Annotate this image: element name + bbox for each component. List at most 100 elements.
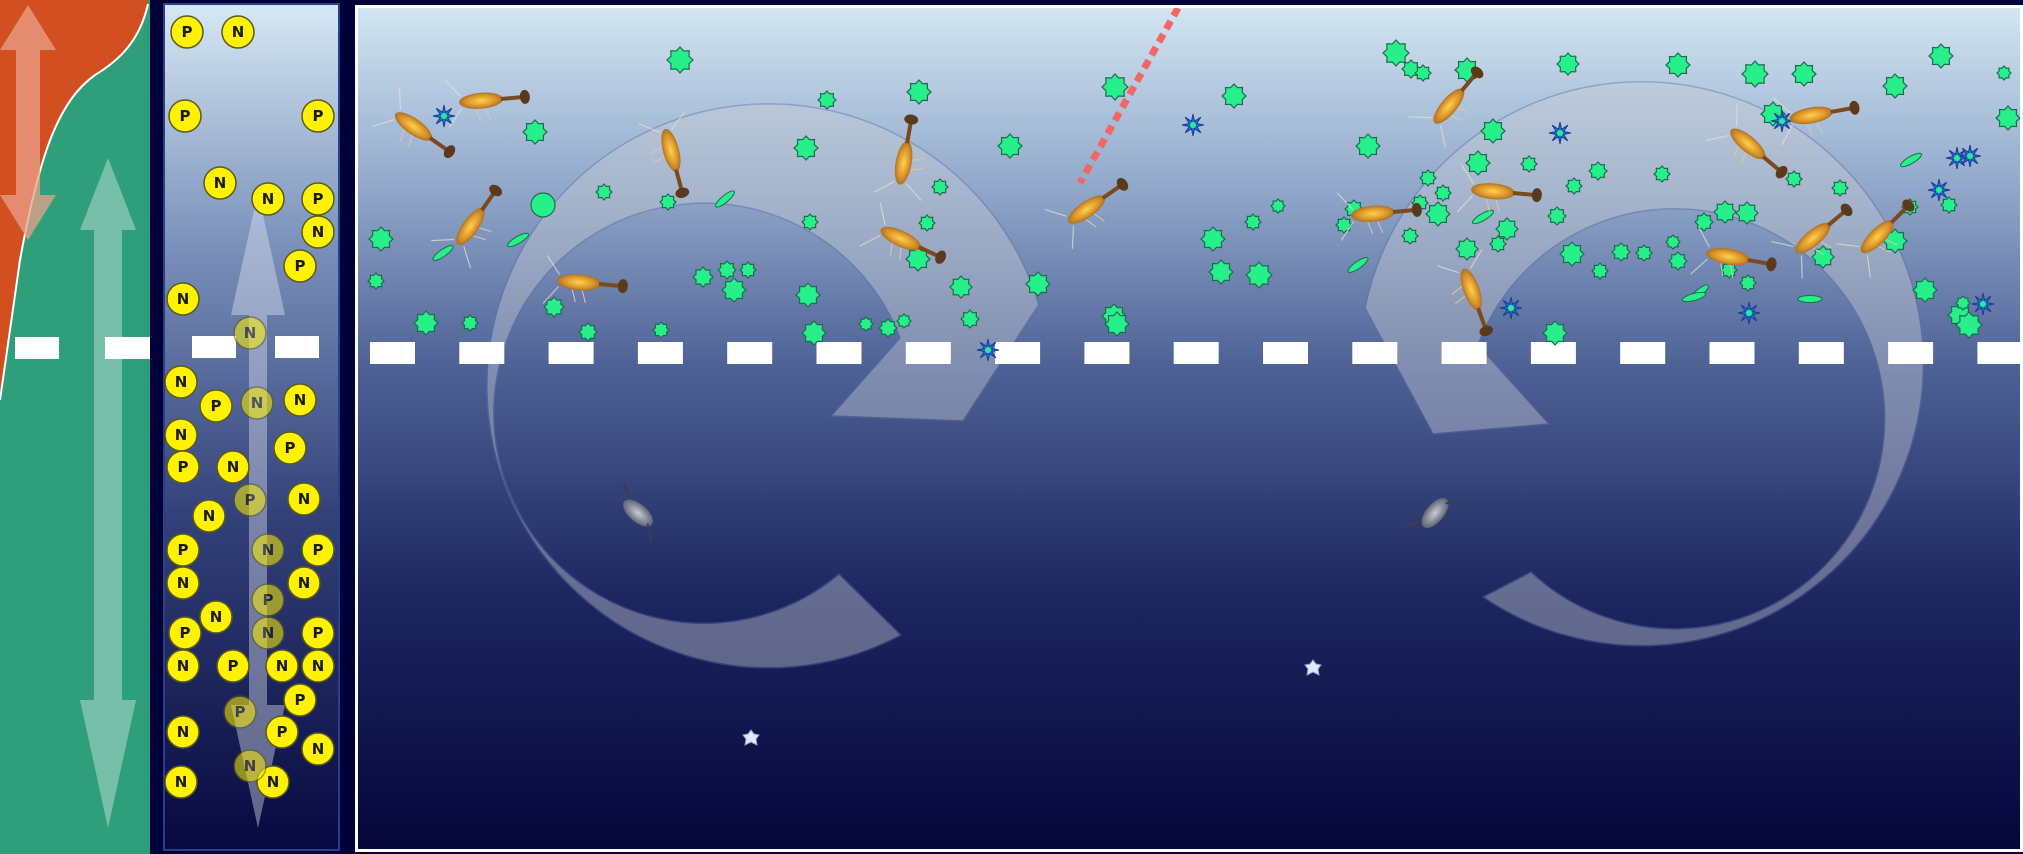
copepod-icon — [1408, 66, 1484, 148]
nutrient-label: N — [227, 458, 240, 476]
copepod-icon — [1456, 164, 1542, 213]
thermocline-dash — [1620, 342, 1666, 364]
phytoplankton-icon — [1465, 150, 1491, 176]
phosphorus-nutrient: P — [273, 431, 307, 465]
diatom-icon — [1927, 178, 1951, 202]
phytoplankton-icon — [1355, 133, 1381, 159]
nutrient-label: N — [251, 394, 264, 412]
phytoplankton-icon — [1244, 213, 1262, 231]
phytoplankton-icon — [960, 309, 980, 329]
phytoplankton-icon — [1382, 39, 1410, 67]
thermocline-dash — [1888, 342, 1934, 364]
phytoplankton-icon — [543, 296, 565, 318]
phosphorus-nutrient: P — [170, 15, 204, 49]
diatom-icon — [1737, 301, 1761, 325]
copepod-group — [371, 66, 1915, 337]
phytoplankton-icon — [949, 275, 973, 299]
phytoplankton-group — [367, 39, 2020, 362]
thermocline-dash — [816, 342, 862, 364]
thermocline-dash — [995, 342, 1041, 364]
nitrogen-nutrient: N — [251, 182, 285, 216]
nitrogen-nutrient: N — [233, 316, 267, 350]
nutrient-label: N — [298, 574, 311, 592]
phytoplankton-icon — [793, 135, 819, 161]
phytoplankton-icon — [1912, 277, 1938, 303]
nutrient-label: N — [177, 723, 190, 741]
phytoplankton-icon — [1455, 237, 1479, 261]
phosphorus-nutrient: P — [265, 715, 299, 749]
thermocline-dash — [459, 342, 505, 364]
phytoplankton-icon — [1425, 201, 1451, 227]
nutrient-label: N — [175, 426, 188, 444]
nutrient-label: P — [313, 107, 324, 125]
phytoplankton-icon — [461, 314, 479, 332]
phytoplankton-icon — [1735, 201, 1759, 225]
nutrient-label: P — [277, 723, 288, 741]
nitrogen-nutrient: N — [199, 600, 233, 634]
nitrogen-nutrient: N — [283, 383, 317, 417]
copepod-icon — [1436, 249, 1494, 337]
copepod-icon — [873, 114, 925, 201]
phytoplankton-icon — [1335, 216, 1353, 234]
thermocline-dash — [905, 342, 951, 364]
copepod-icon — [1336, 192, 1422, 241]
nitrogen-nutrient: N — [216, 450, 250, 484]
nutrient-label: N — [262, 190, 275, 208]
phytoplankton-icon — [717, 260, 737, 280]
stratification-panel — [0, 0, 150, 854]
nitrogen-nutrient: N — [166, 566, 200, 600]
nutrient-label: N — [177, 290, 190, 308]
phytoplankton-icon — [1955, 311, 1983, 339]
diatom-icon — [976, 338, 1000, 362]
diatom-icon — [1499, 296, 1523, 320]
circular-arrow-icon — [486, 103, 1040, 669]
pennate-diatom-icon — [432, 245, 454, 261]
diatom-icon — [1971, 292, 1995, 316]
nutrient-label: P — [313, 624, 324, 642]
nutrient-label: N — [276, 657, 289, 675]
copepod-icon — [1773, 97, 1860, 146]
diatom-icon — [432, 104, 456, 128]
nutrient-label: P — [295, 257, 306, 275]
thermocline-dash — [1173, 342, 1219, 364]
phytoplankton-icon — [666, 46, 694, 74]
phytoplankton-icon — [1611, 242, 1631, 262]
phytoplankton-icon — [1996, 65, 2012, 81]
phytoplankton-icon — [1419, 169, 1437, 187]
phosphorus-nutrient: P — [168, 616, 202, 650]
phytoplankton-icon — [878, 318, 898, 338]
phytoplankton-icon — [1720, 261, 1738, 279]
nutrient-label: N — [175, 373, 188, 391]
diatom-icon — [1958, 144, 1982, 168]
phytoplankton-icon — [795, 282, 821, 308]
phytoplankton-icon — [1995, 105, 2020, 131]
phytoplankton-icon — [1495, 217, 1519, 241]
phytoplankton-icon — [1831, 179, 1849, 197]
thermocline-dash — [548, 342, 594, 364]
nitrogen-nutrient: N — [221, 15, 255, 49]
marine-snow-icon — [742, 729, 760, 746]
thermocline-dash — [15, 337, 59, 359]
nitrogen-nutrient: N — [165, 765, 198, 799]
phytoplankton-icon — [1665, 52, 1691, 78]
thermocline-dash — [1352, 342, 1398, 364]
phytoplankton-icon — [1025, 271, 1051, 297]
phosphorus-nutrient: P — [301, 99, 335, 133]
diatom-icon — [1548, 121, 1572, 145]
thermocline-dash — [1263, 342, 1308, 364]
copepod-icon — [1706, 103, 1788, 179]
phytoplankton-icon — [595, 183, 613, 201]
phytoplankton-icon — [905, 246, 931, 272]
phytoplankton-icon — [1882, 73, 1908, 99]
phytoplankton-icon — [578, 322, 598, 342]
copepod-icon — [1836, 199, 1915, 278]
phosphorus-nutrient: P — [216, 649, 250, 683]
phytoplankton-icon — [1434, 184, 1452, 202]
copepod-icon — [1771, 203, 1853, 279]
phytoplankton-icon — [1200, 226, 1226, 252]
phytoplankton-icon — [997, 133, 1023, 159]
nitrogen-nutrient: N — [240, 386, 274, 420]
phytoplankton-icon — [1739, 274, 1757, 292]
